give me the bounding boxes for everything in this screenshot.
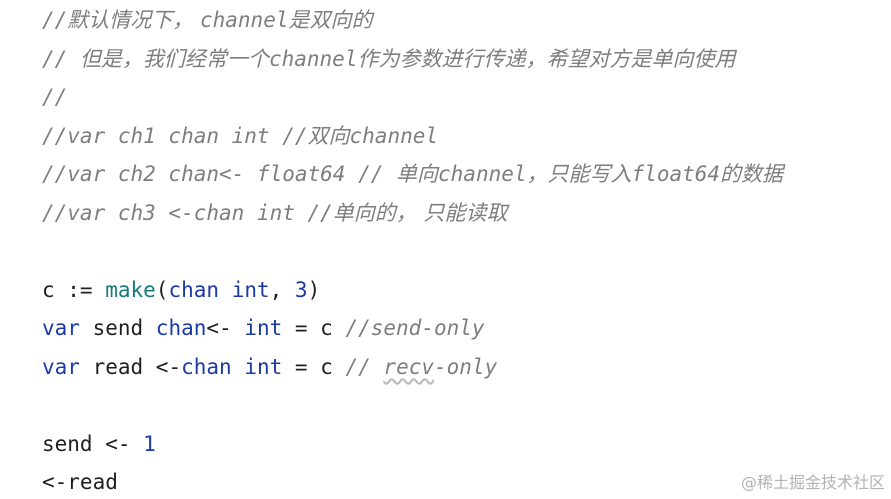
spellcheck-underlined-word: recv — [383, 355, 434, 379]
code-line-4[interactable]: //var ch1 chan int //双向channel — [42, 124, 439, 148]
code-line-10[interactable]: send <- 1 — [42, 432, 156, 456]
code-line-2[interactable]: // 但是，我们经常一个channel作为参数进行传递，希望对方是单向使用 — [42, 47, 736, 71]
code-line-6[interactable]: //var ch3 <-chan int //单向的， 只能读取 — [42, 201, 508, 225]
code-line-1[interactable]: //默认情况下， channel是双向的 — [42, 8, 373, 32]
code-line-8[interactable]: var send chan<- int = c //send-only — [42, 316, 485, 340]
code-line-7[interactable]: c := make(chan int, 3) — [42, 278, 321, 302]
code-line-9[interactable]: var read <-chan int = c // recv-only — [42, 355, 498, 379]
code-line-5[interactable]: //var ch2 chan<- float64 // 单向channel，只能… — [42, 162, 784, 186]
code-line-11[interactable]: <-read — [42, 470, 118, 494]
watermark: @稀土掘金技术社区 — [740, 473, 885, 492]
code-line-3[interactable]: // — [42, 85, 68, 109]
